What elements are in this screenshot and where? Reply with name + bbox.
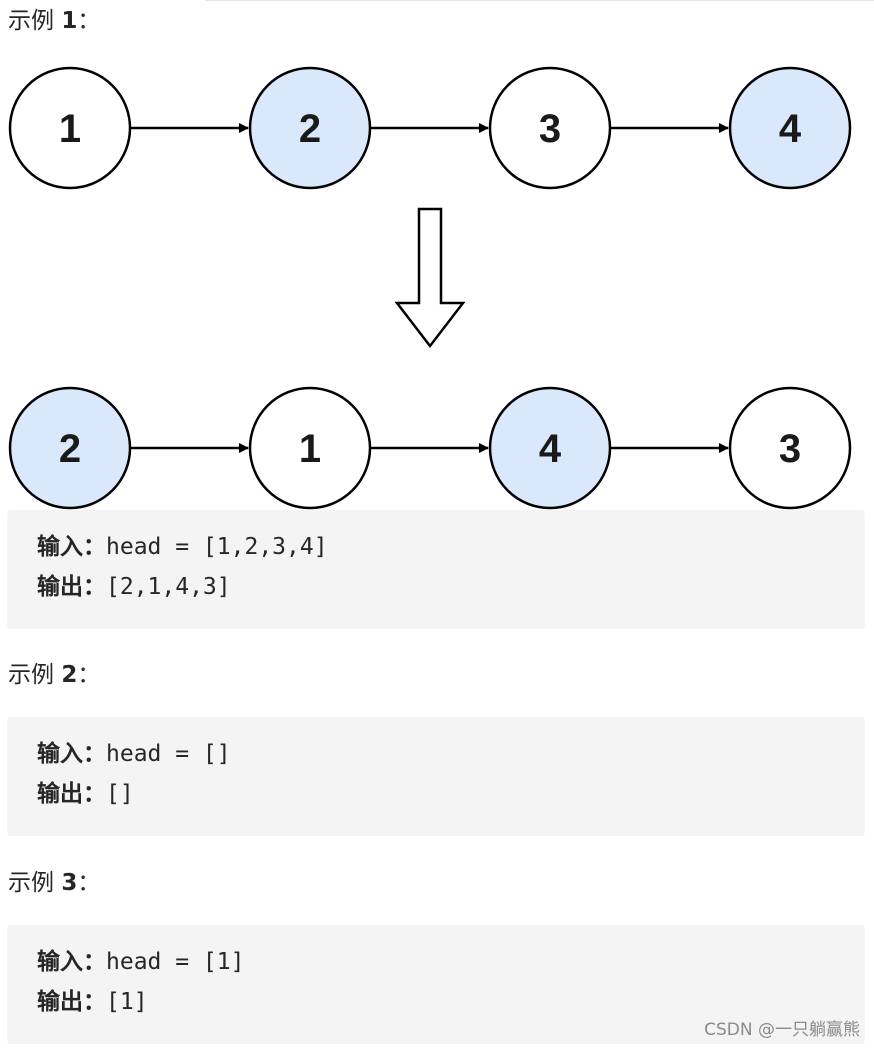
example-2-code-block: 输入：head = [] 输出：[] [7, 717, 865, 836]
after-node-label: 3 [779, 427, 801, 471]
example-1-heading-prefix: 示例 [8, 8, 62, 34]
example-3-input-line: 输入：head = [1] [37, 947, 244, 977]
after-node-3: 4 [488, 386, 612, 510]
example-1-output-line: 输出：[2,1,4,3] [37, 572, 231, 602]
before-node-label: 4 [779, 107, 802, 151]
output-value: [1] [106, 989, 148, 1015]
example-1-input-line: 输入：head = [1,2,3,4] [37, 532, 328, 562]
after-node-circle [728, 386, 852, 510]
output-value: [2,1,4,3] [106, 574, 231, 600]
example-2-output-line: 输出：[] [37, 779, 134, 809]
example-3-heading: 示例 3： [8, 868, 100, 898]
before-node-label: 3 [539, 107, 561, 151]
after-node-circle [248, 386, 372, 510]
before-node-circle [488, 66, 612, 190]
before-node-label: 2 [299, 107, 321, 151]
example-3-heading-suffix: ： [77, 870, 101, 896]
before-node-circle [8, 66, 132, 190]
after-node-circle [8, 386, 132, 510]
before-node-circle [728, 66, 852, 190]
after-node-label: 4 [539, 427, 562, 471]
after-node-1: 2 [8, 386, 132, 510]
example-2-heading: 示例 2： [8, 660, 100, 690]
transform-down-arrow-icon [394, 207, 466, 349]
watermark: CSDN @一只躺赢熊 [704, 1020, 860, 1040]
before-nodes: 1 2 3 4 [8, 66, 852, 190]
output-value: [] [106, 781, 134, 807]
after-node-label: 2 [59, 427, 81, 471]
output-label: 输出： [37, 574, 106, 600]
before-node-circle [248, 66, 372, 190]
input-label: 输入： [37, 534, 106, 560]
input-value: head = [] [106, 741, 231, 767]
input-label: 输入： [37, 741, 106, 767]
before-node-3: 3 [488, 66, 612, 190]
output-label: 输出： [37, 989, 106, 1015]
example-3-heading-prefix: 示例 [8, 870, 62, 896]
example-2-heading-suffix: ： [77, 662, 101, 688]
example-1-heading-number: 1 [61, 8, 78, 34]
example-2-input-line: 输入：head = [] [37, 739, 231, 769]
before-node-2: 2 [248, 66, 372, 190]
example-2-heading-prefix: 示例 [8, 662, 62, 688]
after-nodes: 2 1 4 3 [8, 386, 852, 510]
example-3-code-block: 输入：head = [1] 输出：[1] [7, 925, 865, 1044]
before-node-1: 1 [8, 66, 132, 190]
example-2-heading-number: 2 [61, 662, 78, 688]
example-1-heading: 示例 1： [8, 6, 100, 36]
example-3-output-line: 输出：[1] [37, 987, 148, 1017]
example-1-heading-suffix: ： [77, 8, 101, 34]
linked-list-swap-diagram: 1 2 3 4 2 1 4 3 [8, 66, 852, 510]
before-node-label: 1 [59, 107, 81, 151]
after-node-circle [488, 386, 612, 510]
input-label: 输入： [37, 949, 106, 975]
output-label: 输出： [37, 781, 106, 807]
after-node-4: 3 [728, 386, 852, 510]
example-3-heading-number: 3 [61, 870, 78, 896]
example-1-code-block: 输入：head = [1,2,3,4] 输出：[2,1,4,3] [7, 510, 865, 629]
top-divider [205, 0, 874, 1]
input-value: head = [1,2,3,4] [106, 534, 328, 560]
after-node-2: 1 [248, 386, 372, 510]
input-value: head = [1] [106, 949, 245, 975]
after-node-label: 1 [299, 427, 321, 471]
before-node-4: 4 [728, 66, 852, 190]
